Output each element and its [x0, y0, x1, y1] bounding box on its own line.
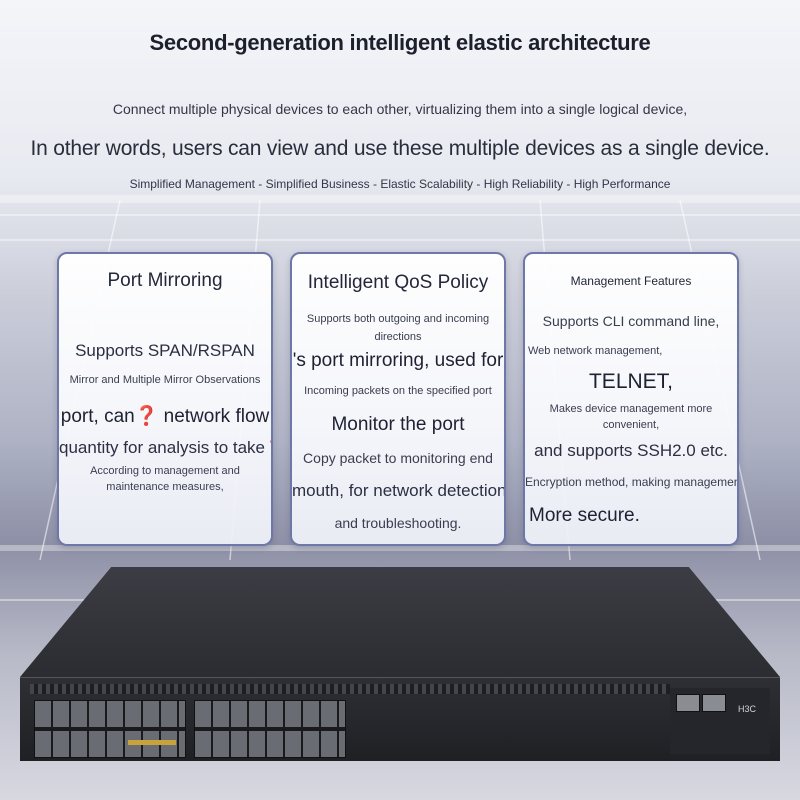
card-line: Supports both outgoing and incoming [306, 313, 490, 325]
card-management-features: Management Features Supports CLI command… [523, 252, 739, 546]
subtitle-line-2: In other words, users can view and use t… [30, 137, 770, 160]
card-line: Mirror and Multiple Mirror Observations [69, 374, 261, 386]
card-line: quantity for analysis to take❓ [59, 438, 273, 457]
card-line: convenient, [602, 419, 660, 431]
card-port-mirroring: Port Mirroring Supports SPAN/RSPAN Mirro… [57, 252, 273, 546]
card-title: Intelligent QoS Policy [307, 272, 489, 293]
card-title: Management Features [570, 274, 692, 288]
card-line: Supports CLI command line, [542, 313, 720, 329]
switch-top-panel [20, 567, 780, 677]
feature-summary: Simplified Management - Simplified Busin… [129, 177, 671, 191]
switch-vent [30, 684, 670, 694]
card-line: Monitor the port [331, 414, 465, 435]
card-line: Web network management, [528, 345, 663, 357]
card-title: Port Mirroring [107, 270, 223, 291]
network-switch-image: H3C [20, 567, 780, 761]
card-line: and troubleshooting. [334, 515, 462, 531]
card-line: More secure. [529, 505, 640, 526]
management-port-area: H3C [670, 688, 770, 754]
page-title: Second-generation intelligent elastic ar… [149, 30, 651, 55]
rj45-port-icon [676, 694, 700, 712]
card-line: TELNET, [588, 370, 674, 393]
card-line: According to management and [90, 465, 240, 477]
brand-logo: H3C [737, 704, 756, 714]
card-line: Copy packet to monitoring end [303, 450, 493, 466]
card-qos-policy: Intelligent QoS Policy Supports both out… [290, 252, 506, 546]
card-line: maintenance measures, [106, 481, 224, 493]
rj45-port-icon [702, 694, 726, 712]
card-line: Incoming packets on the specified port [304, 385, 492, 397]
port-label-strip [128, 740, 176, 745]
card-line: directions [374, 331, 422, 343]
card-line: Makes device management more [549, 403, 713, 415]
card-line: Encryption method, making management [525, 475, 739, 489]
sfp-port-block-2 [194, 700, 346, 758]
card-line: 's port mirroring, used for [292, 350, 504, 371]
switch-front-panel: H3C [20, 677, 780, 761]
subtitle-line-1: Connect multiple physical devices to eac… [112, 101, 688, 117]
card-line: port, can❓ network flow [60, 406, 270, 427]
card-line: and supports SSH2.0 etc. [534, 441, 728, 460]
card-line: Supports SPAN/RSPAN [75, 341, 255, 360]
sfp-port-block-1 [34, 700, 186, 758]
card-line: mouth, for network detection [292, 481, 506, 500]
